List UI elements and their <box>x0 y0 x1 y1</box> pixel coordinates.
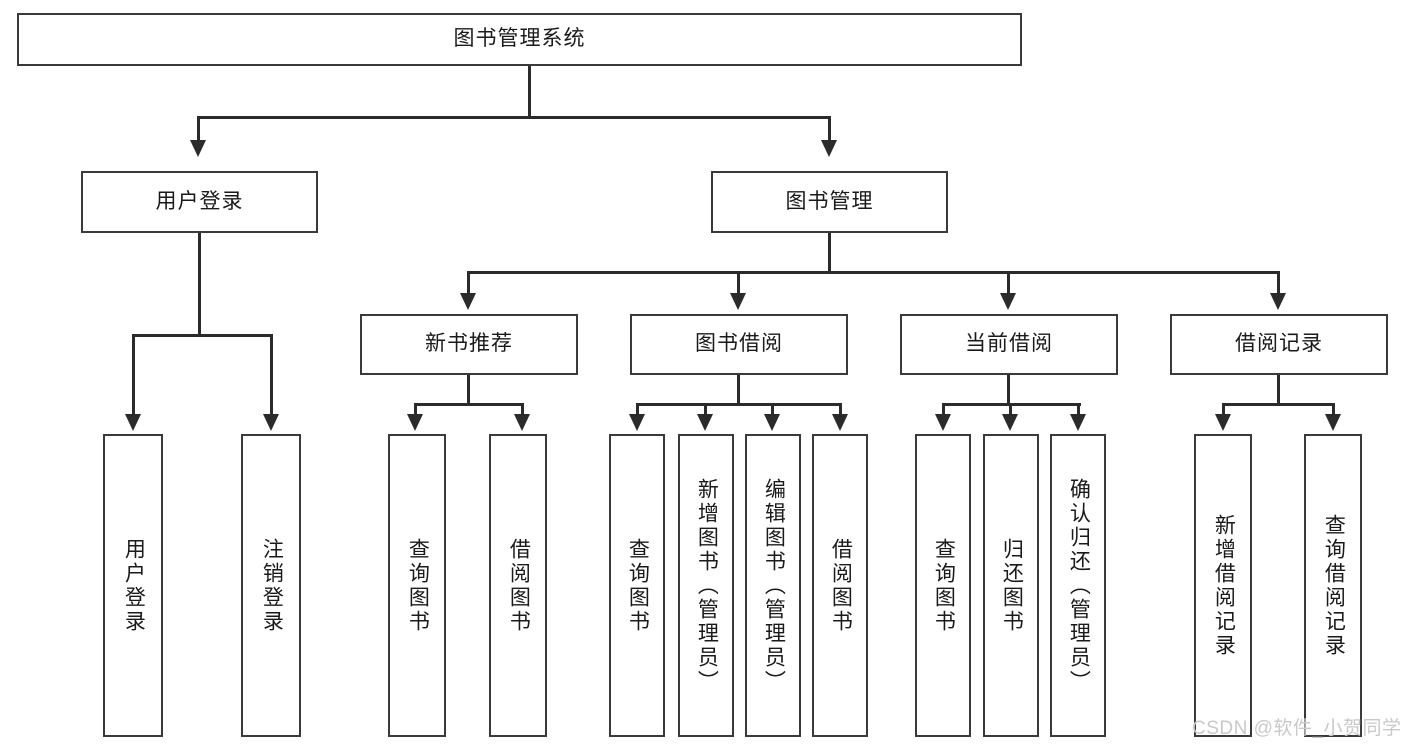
edge-book-borrow-stem <box>737 375 740 405</box>
node-leaf-add-book[interactable]: 新增图书（管理员） <box>678 434 734 737</box>
edge-root-stem <box>528 66 531 118</box>
arrow-root-to-book-manage <box>821 140 837 157</box>
watermark: CSDN @软件_小贺同学 <box>1192 718 1402 739</box>
edge-borrow-record-bus <box>1222 403 1335 406</box>
edge-book-borrow-drop-3 <box>771 403 774 416</box>
edge-borrow-record-drop-2 <box>1332 403 1335 416</box>
node-leaf-borrow-book-2-label: 借阅图书 <box>829 537 853 634</box>
edge-root-to-book-manage <box>828 116 831 142</box>
arrow-root-to-user-login <box>190 140 206 157</box>
edge-book-borrow-bus <box>636 403 842 406</box>
edge-user-login-stem <box>198 233 201 336</box>
arrow-book-manage-to-book-borrow <box>730 293 746 310</box>
edge-borrow-record-drop-1 <box>1222 403 1225 416</box>
edge-new-book-drop-2 <box>521 403 524 416</box>
node-user-login[interactable]: 用户登录 <box>81 171 318 233</box>
node-leaf-borrow-book-1[interactable]: 借阅图书 <box>489 434 547 737</box>
node-leaf-query-record[interactable]: 查询借阅记录 <box>1304 434 1362 737</box>
arrow-book-borrow-leaf-3 <box>764 414 780 431</box>
arrow-new-book-leaf-1 <box>407 414 423 431</box>
node-leaf-query-book-3[interactable]: 查询图书 <box>915 434 971 737</box>
node-leaf-add-book-label: 新增图书（管理员） <box>695 477 719 694</box>
node-leaf-logout-login-label: 注销登录 <box>260 537 284 634</box>
arrow-current-borrow-leaf-2 <box>1002 414 1018 431</box>
edge-book-manage-drop-4 <box>1277 271 1280 295</box>
arrow-current-borrow-leaf-3 <box>1070 414 1086 431</box>
node-leaf-logout-login[interactable]: 注销登录 <box>241 434 301 737</box>
node-leaf-add-record[interactable]: 新增借阅记录 <box>1194 434 1252 737</box>
edge-root-bus <box>197 116 831 119</box>
arrow-book-manage-to-current-borrow <box>1000 293 1016 310</box>
edge-borrow-record-stem <box>1277 375 1280 405</box>
edge-current-borrow-drop-3 <box>1077 403 1080 416</box>
node-borrow-record[interactable]: 借阅记录 <box>1170 314 1388 375</box>
node-leaf-query-book-3-label: 查询图书 <box>932 537 956 634</box>
edge-book-manage-drop-2 <box>737 271 740 295</box>
edge-book-borrow-drop-1 <box>636 403 639 416</box>
arrow-user-login-leaf-1 <box>125 414 141 431</box>
node-leaf-confirm-return[interactable]: 确认归还（管理员） <box>1050 434 1106 737</box>
arrow-borrow-record-leaf-2 <box>1325 414 1341 431</box>
edge-current-borrow-drop-1 <box>942 403 945 416</box>
node-leaf-borrow-book-2[interactable]: 借阅图书 <box>812 434 868 737</box>
arrow-book-borrow-leaf-1 <box>629 414 645 431</box>
node-leaf-query-book-1-label: 查询图书 <box>406 537 430 634</box>
arrow-new-book-leaf-2 <box>514 414 530 431</box>
node-leaf-user-login-label: 用户登录 <box>122 537 146 634</box>
edge-user-login-bus <box>132 334 273 337</box>
edge-current-borrow-stem <box>1007 375 1010 405</box>
node-leaf-query-book-1[interactable]: 查询图书 <box>388 434 446 737</box>
edge-book-manage-bus <box>467 271 1279 274</box>
node-book-manage[interactable]: 图书管理 <box>711 171 948 233</box>
arrow-book-borrow-leaf-2 <box>697 414 713 431</box>
edge-user-login-drop-1 <box>132 334 135 416</box>
node-root-label: 图书管理系统 <box>453 27 586 51</box>
arrow-user-login-leaf-2 <box>263 414 279 431</box>
node-user-login-label: 用户登录 <box>155 189 244 213</box>
node-leaf-confirm-return-label: 确认归还（管理员） <box>1067 477 1091 694</box>
arrow-borrow-record-leaf-1 <box>1215 414 1231 431</box>
arrow-book-borrow-leaf-4 <box>832 414 848 431</box>
node-leaf-add-record-label: 新增借阅记录 <box>1212 513 1236 658</box>
node-new-book-recommend[interactable]: 新书推荐 <box>360 314 578 375</box>
node-root[interactable]: 图书管理系统 <box>17 13 1022 66</box>
node-current-borrow[interactable]: 当前借阅 <box>900 314 1118 375</box>
node-leaf-return-book-label: 归还图书 <box>1000 537 1024 634</box>
node-leaf-edit-book[interactable]: 编辑图书（管理员） <box>745 434 801 737</box>
node-leaf-return-book[interactable]: 归还图书 <box>983 434 1039 737</box>
arrow-book-manage-to-borrow-record <box>1270 293 1286 310</box>
node-book-manage-label: 图书管理 <box>785 189 874 213</box>
edge-user-login-drop-2 <box>270 334 273 416</box>
edge-book-manage-drop-3 <box>1007 271 1010 295</box>
edge-new-book-drop-1 <box>414 403 417 416</box>
node-new-book-recommend-label: 新书推荐 <box>425 332 513 356</box>
edge-book-manage-drop-1 <box>467 271 470 295</box>
edge-root-to-user-login <box>197 116 200 142</box>
edge-book-borrow-drop-2 <box>704 403 707 416</box>
arrow-current-borrow-leaf-1 <box>935 414 951 431</box>
edge-new-book-stem <box>467 375 470 405</box>
edge-new-book-bus <box>414 403 524 406</box>
node-leaf-query-book-2-label: 查询图书 <box>626 537 650 634</box>
edge-book-borrow-drop-4 <box>839 403 842 416</box>
node-leaf-borrow-book-1-label: 借阅图书 <box>507 537 531 634</box>
node-leaf-query-book-2[interactable]: 查询图书 <box>609 434 665 737</box>
node-borrow-record-label: 借阅记录 <box>1235 332 1323 356</box>
node-current-borrow-label: 当前借阅 <box>965 332 1053 356</box>
arrow-book-manage-to-new-book <box>460 293 476 310</box>
node-leaf-query-record-label: 查询借阅记录 <box>1322 513 1346 658</box>
node-book-borrow[interactable]: 图书借阅 <box>630 314 848 375</box>
edge-current-borrow-drop-2 <box>1009 403 1012 416</box>
edge-book-manage-stem <box>828 233 831 273</box>
node-book-borrow-label: 图书借阅 <box>695 332 783 356</box>
node-leaf-edit-book-label: 编辑图书（管理员） <box>762 477 786 694</box>
node-leaf-user-login[interactable]: 用户登录 <box>103 434 163 737</box>
